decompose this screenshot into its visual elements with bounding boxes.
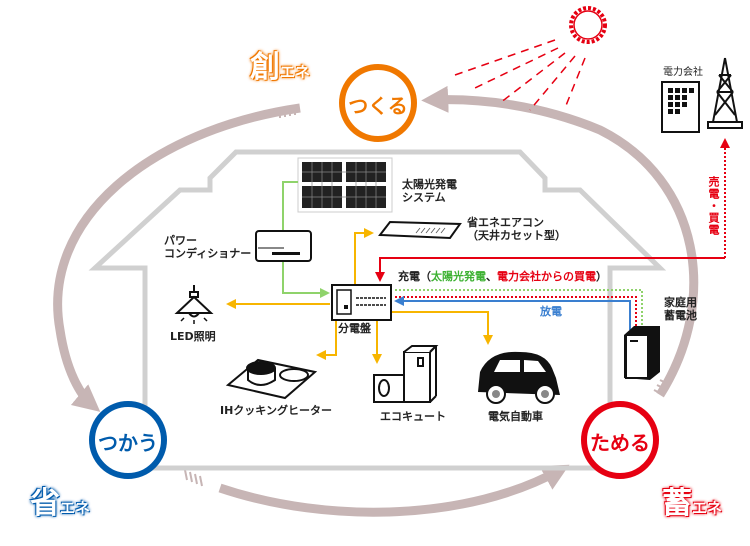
pcs-label-line1: パワー [164,234,197,247]
use-circle [89,401,167,479]
aircon-label-line1: 省エネエアコン [467,216,544,229]
home-battery-icon [624,326,660,380]
power-conditioner-icon [255,230,312,262]
distribution-board-label: 分電盤 [338,322,371,335]
aircon-label-line2: （天井カセット型） [467,229,566,242]
solar-label: 太陽光発電 システム [402,178,457,204]
grid-line [375,257,725,282]
charge-prefix: 充電（ [398,270,431,283]
solar-to-pcs-line [282,181,298,230]
house-outline [88,149,667,471]
power-company-icon [661,81,700,133]
pcs-label-line2: コンディショナー [164,247,252,260]
sell-buy-label: 売電・買電 [707,176,720,236]
store-label: ためる [590,431,650,455]
power-conditioner-label: パワー コンディショナー [164,234,251,260]
ev-label: 電気自動車 [488,410,543,423]
solar-panel-icon [297,157,393,213]
aircon-icon [378,220,462,240]
arc-create-to-use [53,103,301,412]
battery-label-line2: 蓄電池 [664,309,697,322]
solar-label-line1: 太陽光発電 [402,178,457,191]
use-label: つかう [98,431,158,455]
cycle-arcs [53,85,699,517]
solar-label-line2: システム [402,191,446,204]
board-to-ev-line [392,311,493,345]
led-label: LED照明 [170,330,216,343]
create-energy-tag: 創エネ [250,42,310,86]
ih-heater-icon [225,358,318,400]
charge-solar: 太陽光発電 [431,270,486,283]
create-circle [339,64,417,142]
aircon-label: 省エネエアコン （天井カセット型） [467,216,566,242]
ecocute-icon [373,345,439,403]
discharge-line [394,296,631,330]
store-circle [581,401,659,479]
charge-suffix: ） [596,270,607,283]
pcs-to-board-line [282,262,330,298]
store-energy-tag: 蓄エネ [662,478,722,522]
arc-use-to-store [218,464,570,517]
distribution-board-icon [331,284,392,321]
grid-dotted-to-battery [395,296,637,330]
charge-label: 充電（太陽光発電、電力会社からの買電） [398,270,607,283]
sun-icon [454,6,607,111]
use-energy-tag: 省エネ [30,478,90,522]
discharge-label: 放電 [540,305,562,318]
electric-car-icon [478,351,560,404]
charge-sep: 、 [486,270,497,283]
arc-store-to-create [421,85,699,398]
use-tag-kanji: 省 [30,486,60,521]
solar-dotted-to-battery [395,289,643,330]
create-label: つくる [348,94,408,118]
power-company-label: 電力会社 [663,67,703,78]
arc-dashes [184,105,669,487]
charge-grid: 電力会社からの買電 [497,270,596,283]
battery-label: 家庭用 蓄電池 [664,296,697,322]
store-tag-suffix: エネ [692,499,723,517]
led-lamp-icon [174,285,214,324]
ih-label: IHクッキングヒーター [220,404,332,417]
battery-label-line1: 家庭用 [664,296,697,309]
create-tag-kanji: 創 [250,50,280,85]
store-tag-kanji: 蓄 [662,486,692,521]
use-tag-suffix: エネ [60,499,91,517]
transmission-tower-icon [707,57,743,129]
create-tag-suffix: エネ [280,63,311,81]
board-to-ih-line [316,320,337,360]
ecocute-label: エコキュート [380,410,446,423]
board-to-aircon-line [354,228,374,285]
